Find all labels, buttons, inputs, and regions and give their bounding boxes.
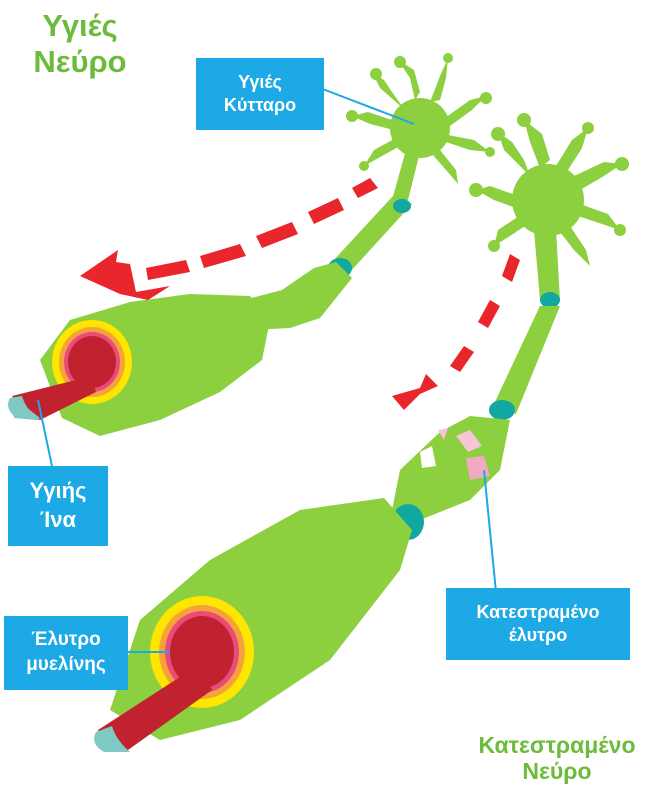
label-myelin-sheath: Έλυτρο μυελίνης xyxy=(4,616,128,690)
healthy-cell-line2: Κύτταρο xyxy=(224,94,296,117)
damaged-sheath-line2: έλυτρο xyxy=(509,624,568,647)
healthy-title-line2: Νεύρο xyxy=(18,44,142,80)
damaged-sheath-line1: Κατεστραμένο xyxy=(477,601,600,624)
label-healthy-cell: Υγιές Κύτταρο xyxy=(196,58,324,130)
myelin-sheath-line1: Έλυτρο xyxy=(31,628,100,653)
label-damaged-sheath: Κατεστραμένο έλυτρο xyxy=(446,588,630,660)
damaged-cell-body xyxy=(469,113,629,300)
damaged-signal-arrow xyxy=(392,254,520,410)
healthy-cell-body xyxy=(346,53,495,200)
healthy-axon xyxy=(8,196,412,436)
healthy-title-line1: Υγιές xyxy=(18,8,142,44)
healthy-fiber-line1: Υγιής xyxy=(30,477,87,506)
healthy-nerve-title: Υγιές Νεύρο xyxy=(18,8,142,79)
healthy-cell-line1: Υγιές xyxy=(238,71,282,94)
myelin-sheath-line2: μυελίνης xyxy=(26,653,106,678)
label-healthy-fiber: Υγιής Ίνα xyxy=(8,466,108,546)
healthy-fiber-line2: Ίνα xyxy=(40,506,76,535)
damaged-nerve-title: Κατεστραμένο Νεύρο xyxy=(458,732,656,785)
damaged-title-line1: Κατεστραμένο xyxy=(458,732,656,758)
damaged-title-line2: Νεύρο xyxy=(458,758,656,784)
